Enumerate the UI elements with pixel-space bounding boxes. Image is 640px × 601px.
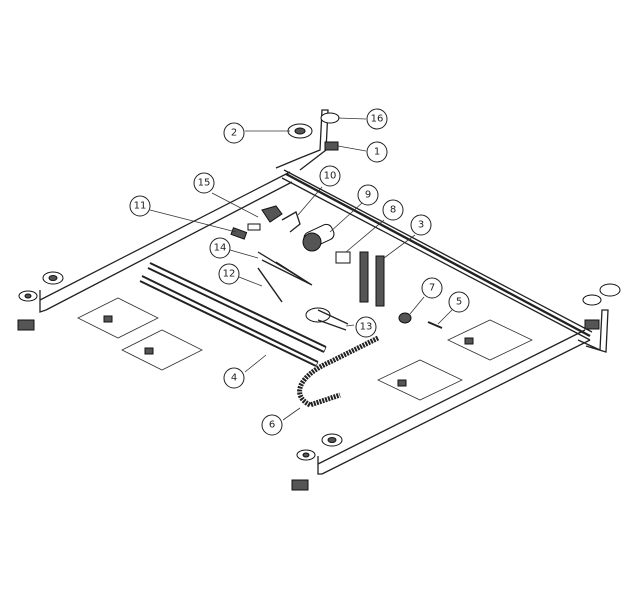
svg-text:2: 2	[231, 128, 237, 139]
svg-text:15: 15	[198, 178, 211, 189]
callout-6: 6	[261, 414, 283, 436]
svg-text:11: 11	[134, 201, 147, 212]
svg-text:8: 8	[390, 205, 396, 216]
svg-text:1: 1	[374, 147, 380, 158]
callout-8: 8	[382, 199, 404, 221]
callout-3: 3	[410, 214, 432, 236]
svg-text:6: 6	[269, 420, 275, 431]
svg-text:9: 9	[365, 190, 371, 201]
callout-9: 9	[357, 184, 379, 206]
drag-chain	[297, 335, 380, 408]
frame	[39, 109, 609, 475]
end-parts	[17, 112, 621, 491]
svg-text:13: 13	[360, 322, 373, 333]
callout-2: 2	[223, 122, 245, 144]
callout-12: 12	[218, 263, 240, 285]
svg-text:5: 5	[456, 297, 462, 308]
svg-text:12: 12	[223, 269, 236, 280]
callout-13: 13	[355, 316, 377, 338]
svg-text:7: 7	[429, 283, 435, 294]
callout-11: 11	[129, 195, 151, 217]
components	[230, 205, 443, 331]
svg-text:4: 4	[231, 373, 237, 384]
callout-7: 7	[421, 277, 443, 299]
callout-4: 4	[223, 367, 245, 389]
svg-text:16: 16	[371, 114, 384, 125]
svg-text:10: 10	[324, 171, 337, 182]
rail-profiles	[139, 262, 327, 367]
callout-5: 5	[448, 291, 470, 313]
callout-14: 14	[209, 237, 231, 259]
leader-lines	[149, 117, 453, 421]
panels	[77, 297, 533, 401]
callout-16: 16	[366, 108, 388, 130]
callout-10: 10	[319, 165, 341, 187]
callout-1: 1	[366, 141, 388, 163]
callout-15: 15	[193, 172, 215, 194]
svg-text:3: 3	[418, 220, 424, 231]
svg-text:14: 14	[214, 243, 227, 254]
